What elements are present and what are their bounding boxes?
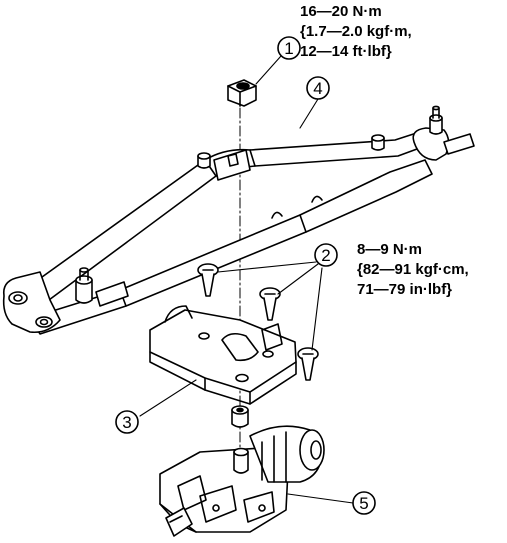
nut-torque-spec: 16—20 N·m {1.7—2.0 kgf·m, 12—14 ft·lbf} <box>300 2 412 62</box>
callout-5: 5 <box>352 491 376 515</box>
motor-bracket <box>149 305 297 405</box>
bolt-torque-line-1: 8—9 N·m <box>357 241 423 258</box>
bolt-torque-line-3: 71—79 in·lbf} <box>357 281 453 298</box>
left-pivot-shaft <box>75 279 93 304</box>
linkage-lower-bar <box>29 159 433 335</box>
nut-torque-line-3: 12—14 ft·lbf} <box>300 43 392 60</box>
bolt-torque-line-2: {82—91 kgf·cm, <box>357 261 469 278</box>
motor-grommet <box>231 405 249 428</box>
wiper-linkage <box>2 105 475 335</box>
mounting-bolts <box>197 263 319 381</box>
callout-1: 1 <box>277 36 301 60</box>
callout-4: 4 <box>306 76 330 100</box>
svg-text:1: 1 <box>284 39 293 58</box>
mounting-bolt-1 <box>197 263 219 297</box>
svg-text:3: 3 <box>122 413 131 432</box>
motor-gear-housing <box>159 447 289 533</box>
svg-text:4: 4 <box>313 79 322 98</box>
leader-lines <box>139 55 354 504</box>
motor-output-shaft <box>233 451 249 474</box>
motor-connector <box>165 507 193 537</box>
wiper-nut <box>227 79 257 107</box>
nut-torque-line-1: 16—20 N·m <box>300 3 382 20</box>
wiper-motor <box>159 425 325 537</box>
mounting-bolt-2 <box>259 287 281 321</box>
svg-text:2: 2 <box>321 246 330 265</box>
right-pivot-shaft <box>429 117 443 135</box>
nut-torque-line-2: {1.7—2.0 kgf·m, <box>300 23 412 40</box>
mounting-bolt-3 <box>297 347 319 381</box>
svg-text:5: 5 <box>359 494 368 513</box>
callout-3: 3 <box>115 410 139 434</box>
bolt-torque-spec: 8—9 N·m {82—91 kgf·cm, 71—79 in·lbf} <box>357 240 469 300</box>
callout-2: 2 <box>314 243 338 267</box>
